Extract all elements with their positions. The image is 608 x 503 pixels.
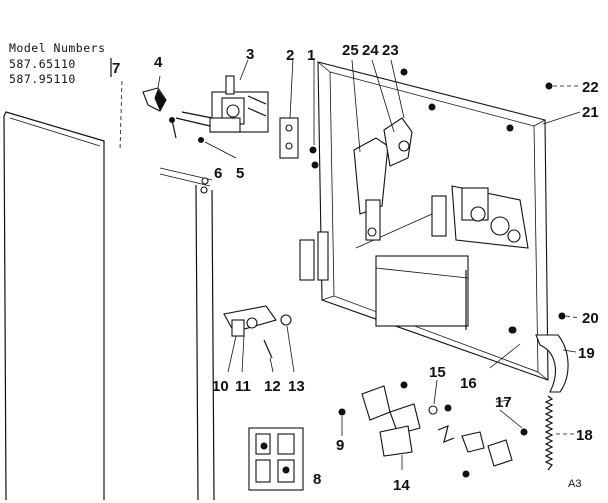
- callout-16: 16: [460, 375, 477, 392]
- callout-2: 2: [286, 47, 294, 64]
- part-2-bracket: [279, 57, 299, 159]
- callout-3: 3: [246, 46, 254, 63]
- callout-8: 8: [313, 471, 321, 488]
- part-5-screws: [169, 117, 237, 159]
- part-19-hinge-arm: [535, 334, 577, 393]
- part-17-clips: [437, 399, 528, 478]
- part-9-screw: [338, 408, 346, 436]
- callout-24: 24: [362, 42, 379, 59]
- callout-4: 4: [154, 54, 163, 71]
- callout-7: 7: [112, 60, 120, 77]
- model-number-1: 587.65110: [9, 57, 76, 71]
- callout-18: 18: [576, 427, 593, 444]
- callout-14: 14: [393, 477, 410, 494]
- part-15-washer: [428, 405, 438, 415]
- callout-23: 23: [382, 42, 399, 59]
- part-18-spring: [544, 395, 576, 471]
- callout-22: 22: [582, 79, 599, 96]
- part-22-screw: [545, 82, 580, 90]
- outer-door-panel: [3, 80, 123, 501]
- callout-9: 9: [336, 437, 344, 454]
- callout-10: 10: [212, 378, 229, 395]
- part-8-vent-block: [248, 427, 304, 491]
- part-3-switch-assembly: [175, 59, 269, 133]
- callout-19: 19: [578, 345, 595, 362]
- callout-1: 1: [307, 47, 315, 64]
- dispenser-mechanism: [355, 185, 529, 249]
- callout-labels: 7 4 3 2 1 25 24 23 22 21 6 5 20 19 10 11…: [112, 42, 599, 494]
- part-14-lever: [361, 381, 421, 470]
- door-edge-strip: [159, 167, 215, 501]
- callout-21: 21: [582, 104, 599, 121]
- callout-15: 15: [429, 364, 446, 381]
- part-20-screw: [558, 312, 581, 320]
- model-number-2: 587.95110: [9, 72, 76, 86]
- callout-25: 25: [342, 42, 359, 59]
- page-code: A3: [568, 478, 582, 490]
- leader-16: [489, 343, 521, 369]
- part-16-screw: [509, 326, 517, 334]
- callout-20: 20: [582, 310, 599, 327]
- callout-5: 5: [236, 165, 244, 182]
- leader-21: [542, 111, 581, 125]
- parts-10-13-latch: [223, 305, 295, 373]
- part-1-screws: [309, 58, 319, 169]
- callout-17: 17: [495, 394, 512, 411]
- callout-11: 11: [235, 378, 251, 395]
- callout-6: 6: [214, 165, 222, 182]
- callout-13: 13: [288, 378, 305, 395]
- leader-15: [433, 379, 438, 405]
- parts-23-24-25-valve: [351, 59, 413, 241]
- part-4-bracket: [142, 75, 167, 112]
- callout-12: 12: [264, 378, 281, 395]
- model-numbers-title: Model Numbers: [9, 41, 106, 55]
